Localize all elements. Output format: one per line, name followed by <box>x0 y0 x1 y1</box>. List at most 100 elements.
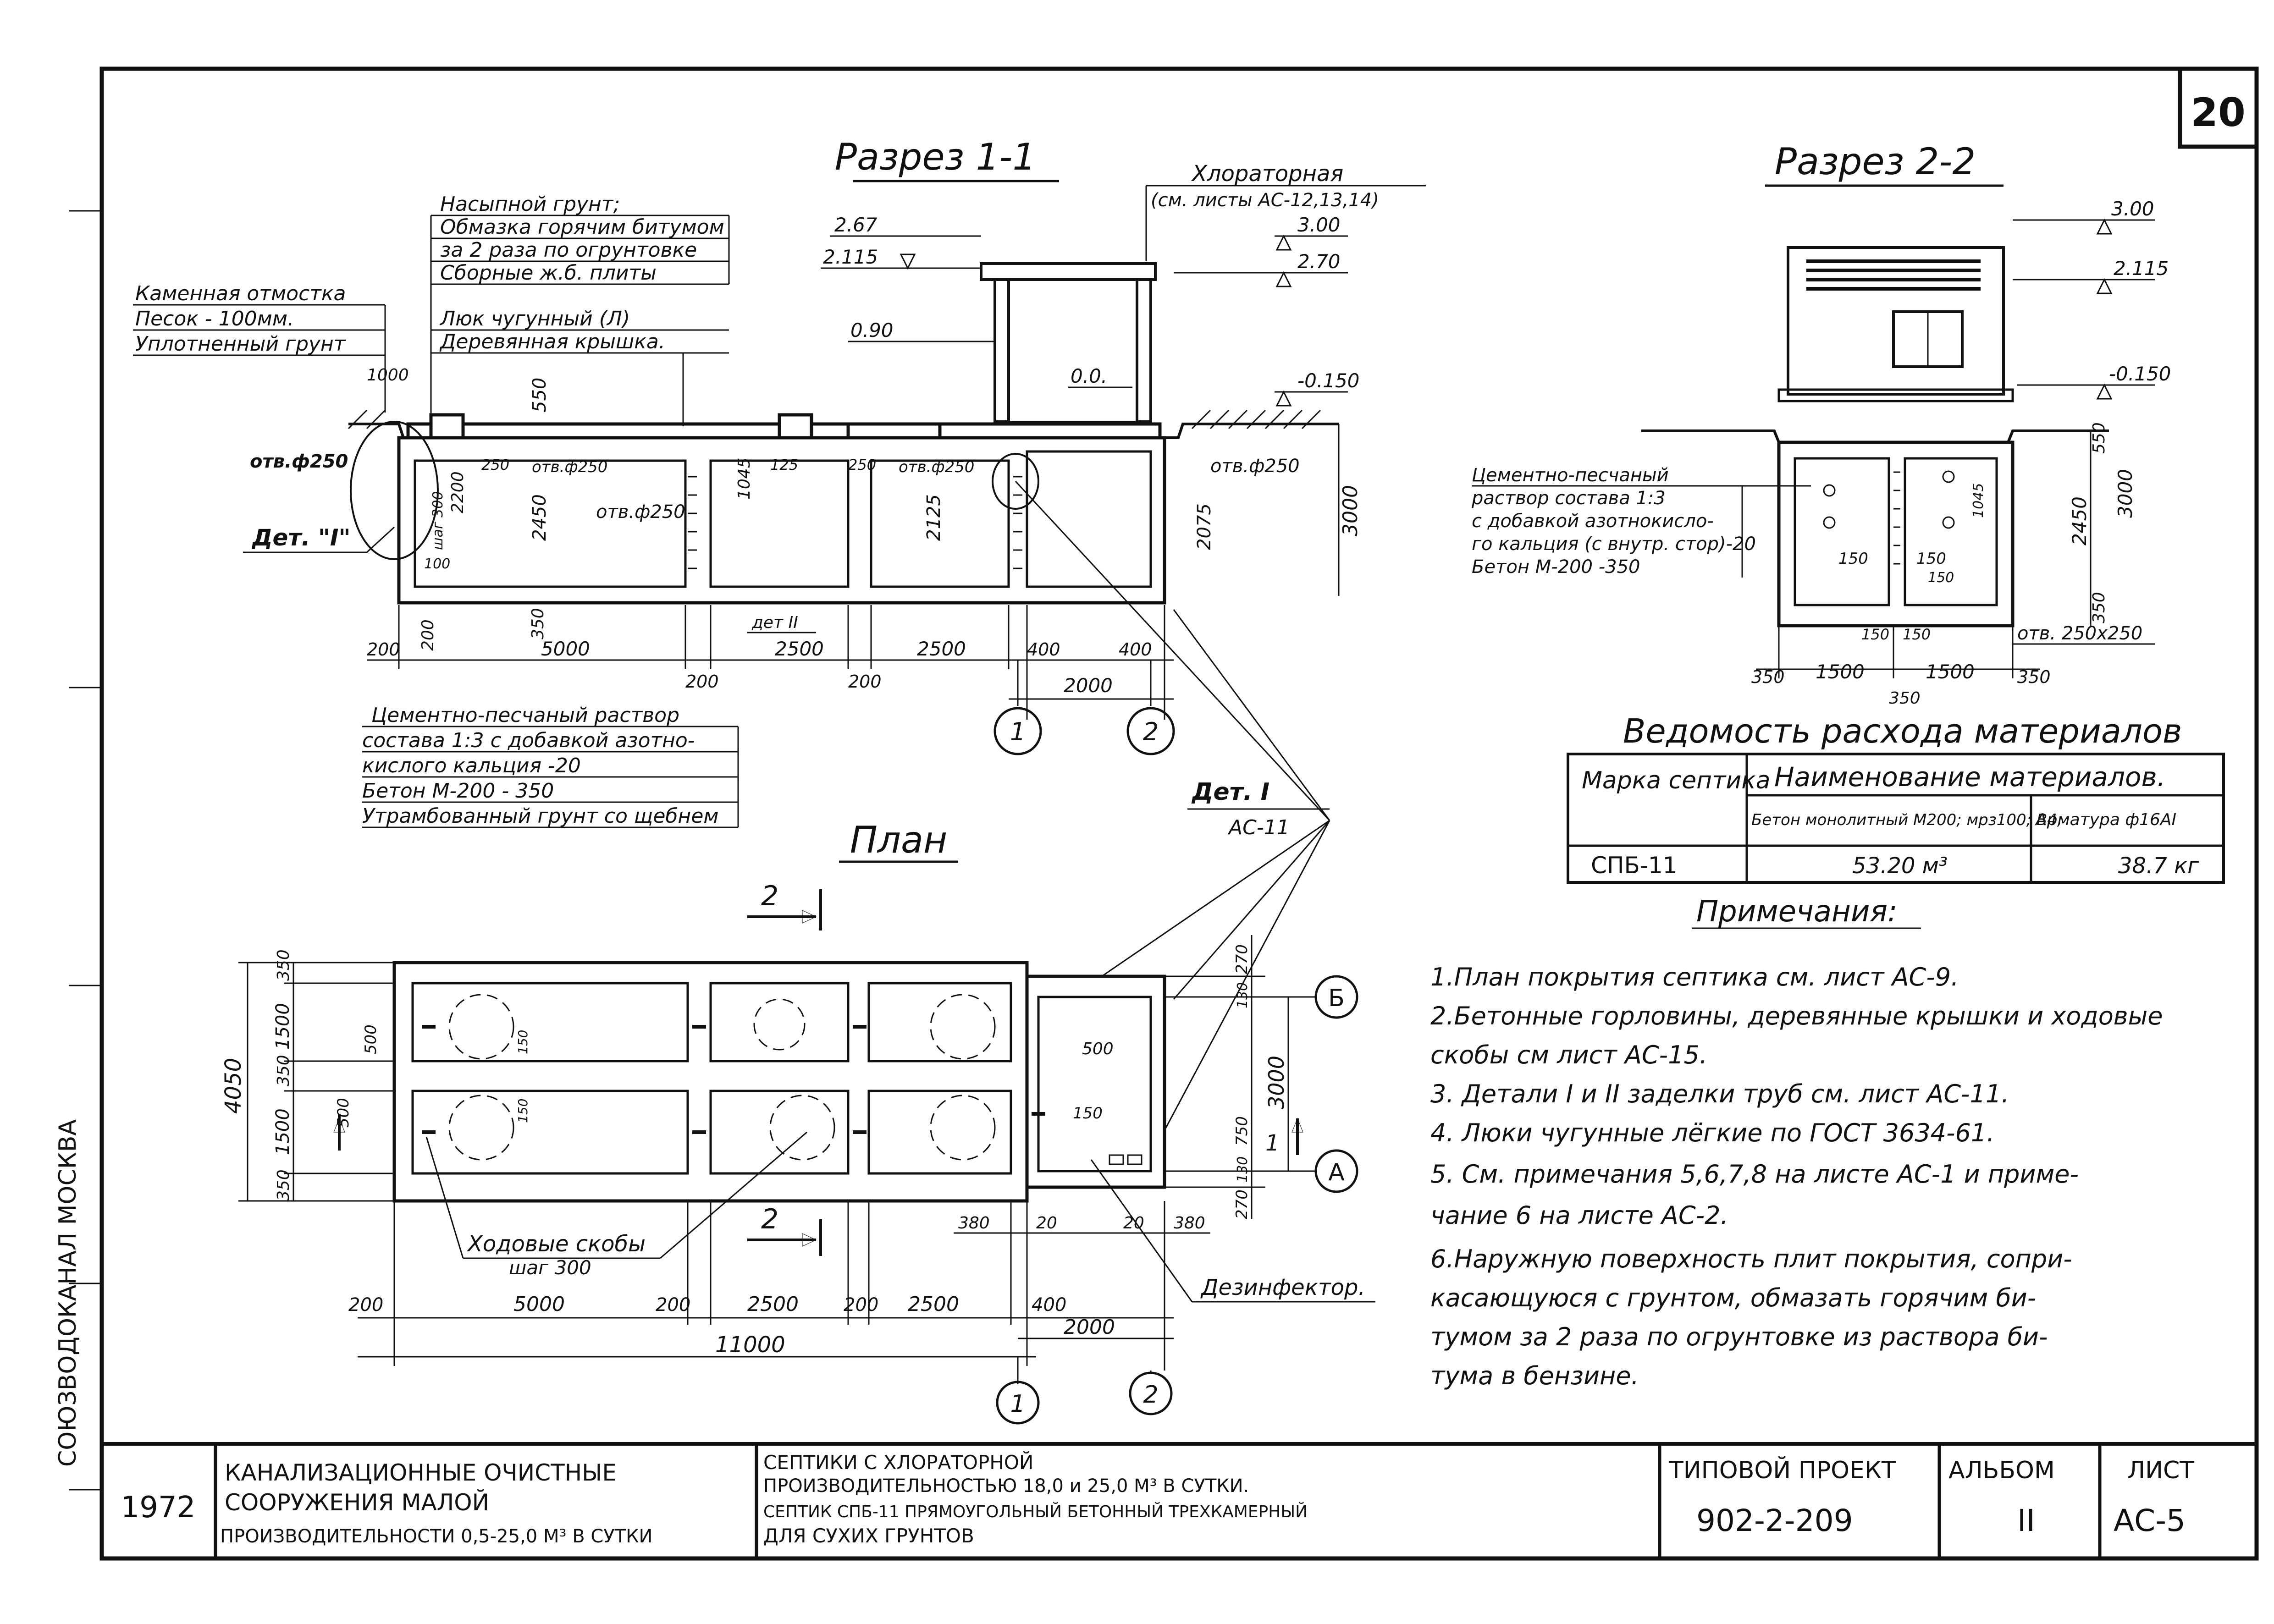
note-4: 4. Люки чугунные лёгкие по ГОСТ 3634-61. <box>1430 1118 1994 1147</box>
s2-level-minus-0-150: -0.150 <box>2109 363 2171 385</box>
soil-notes: Насыпной грунт; Обмазка горячим битумом … <box>430 193 730 426</box>
side-stamp: СОЮЗВОДОКАНАЛ МОСКВА <box>54 1119 82 1467</box>
title-drawing-2: ПРОИЗВОДИТЕЛЬНОСТЬЮ 18,0 и 25,0 М³ В СУТ… <box>763 1475 1249 1497</box>
plan-axis-2-marker <box>1129 1371 1173 1415</box>
s2-dim-150-b: 150 <box>1916 550 1946 568</box>
dim-2125: 2125 <box>923 494 944 541</box>
note-6d: тума в бензине. <box>1430 1361 1639 1390</box>
plan-dim-270-b: 270 <box>1233 1189 1251 1219</box>
plan-b-20-a: 20 <box>1036 1214 1057 1233</box>
plan-dim-150-c: 150 <box>1073 1104 1103 1123</box>
plan-detail-ref: Дет. I <box>1191 778 1269 806</box>
plan-b-2500-a: 2500 <box>747 1293 799 1316</box>
plan-dim-130-a: 130 <box>1235 982 1251 1008</box>
s2-mortar-3: с добавкой азотнокисло- <box>1472 511 1714 532</box>
detail-i-circle <box>350 421 439 560</box>
section-mark-bottom: 2 <box>761 1203 778 1235</box>
level-0-0: 0.0. <box>1071 365 1107 387</box>
sheet-label: ЛИСТ <box>2127 1457 2194 1484</box>
mortar-note-1: Цементно-песчаный раствор <box>371 704 679 727</box>
s2-opening: отв. 250х250 <box>2017 623 2142 644</box>
dim-1045: 1045 <box>735 457 754 500</box>
soil-note-5: Люк чугунный (Л) <box>439 307 630 330</box>
dim-250-a: 250 <box>481 456 509 473</box>
s2-dim-b-350-a: 350 <box>1751 667 1785 687</box>
sheet-number-box <box>2178 66 2259 149</box>
section-1-mortar-notes: Цементно-песчаный раствор состава 1:3 с … <box>362 704 739 828</box>
note-3: 3. Детали I и II заделки труб см. лист А… <box>1430 1079 2009 1108</box>
s2-mortar-4: го кальция (с внутр. стор)-20 <box>1472 534 1756 555</box>
title-drawing-4: ДЛЯ СУХИХ ГРУНТОВ <box>763 1525 974 1547</box>
s2-dim-550: 550 <box>2090 422 2108 454</box>
opening-label-1: отв.ф250 <box>250 451 348 472</box>
note-5b: чание 6 на листе АС-2. <box>1430 1201 1728 1230</box>
plan-title: План <box>850 819 948 861</box>
note-2: 2.Бетонные горловины, деревянные крышки … <box>1430 1002 2163 1030</box>
axis-a-label: А <box>1328 1159 1345 1186</box>
plan-axis-2-label: 2 <box>1143 1381 1158 1409</box>
levels-right: 3.00 2.70 -0.150 <box>1174 214 1359 407</box>
plan-b-400: 400 <box>1032 1294 1066 1316</box>
materials-title: Ведомость расхода материалов <box>1623 712 2182 750</box>
chlorinator-ref: (см. листы АС-12,13,14) <box>1151 190 1379 211</box>
chamber-1 <box>414 459 687 588</box>
plan-b-200-a: 200 <box>348 1294 383 1316</box>
s2-dim-350: 350 <box>2090 592 2108 623</box>
binding-ticks <box>69 210 102 1491</box>
dim-b-400-b: 400 <box>1119 639 1152 660</box>
ladder-step-label: шаг 300 <box>509 1256 591 1279</box>
plan-b-5000: 5000 <box>513 1293 565 1316</box>
materials-table: Ведомость расхода материалов Марка септи… <box>1567 712 2225 884</box>
plan-detail-sheet: АС-11 <box>1227 816 1290 839</box>
note-5: 5. См. примечания 5,6,7,8 на листе АС-1 … <box>1430 1160 2079 1189</box>
soil-note-3: за 2 раза по огрунтовке <box>440 238 697 262</box>
s2-mortar-5: Бетон М-200 -350 <box>1472 556 1640 578</box>
chamber-3 <box>870 459 1010 588</box>
plan-b-11000: 11000 <box>715 1332 785 1358</box>
axis-a-marker <box>1314 1149 1358 1193</box>
s2-dim-1045: 1045 <box>1970 483 1987 518</box>
s2-dim-150-a: 150 <box>1838 550 1868 568</box>
dim-b-5000: 5000 <box>541 638 590 660</box>
dim-b-2500-b: 2500 <box>917 638 966 660</box>
hatch-2 <box>778 413 813 440</box>
project-number: 902-2-209 <box>1696 1503 1853 1538</box>
s2-dim-b-350-c: 350 <box>1889 689 1921 708</box>
dim-b-200-c: 200 <box>848 672 882 692</box>
dim-b-200-a: 200 <box>367 639 400 660</box>
plan-b-380-b: 380 <box>1174 1214 1205 1233</box>
plan-dim-130-b: 130 <box>1235 1156 1251 1183</box>
opening-label-4: отв.ф250 <box>899 458 974 476</box>
sheet-frame <box>99 66 2259 1561</box>
mortar-note-5: Утрамбованный грунт со щебнем <box>362 804 719 828</box>
axis-b-marker <box>1314 975 1358 1019</box>
chlorinator-label: Хлораторная <box>1191 161 1343 187</box>
col-names-header: Наименование материалов. <box>1774 761 2165 793</box>
dim-350-v: 350 <box>529 608 547 639</box>
plan-b-200-c: 200 <box>844 1294 878 1316</box>
level-minus-0-150: -0.150 <box>1297 369 1359 392</box>
col-rebar-header: Арматура ф16АI <box>2035 810 2176 829</box>
opening-label-3: отв.ф250 <box>596 501 685 523</box>
sheet-code: АС-5 <box>2114 1503 2186 1538</box>
mortar-note-3: кислого кальция -20 <box>362 754 581 777</box>
hatch-3 <box>846 422 942 440</box>
note-1: 1.План покрытия септика см. лист АС-9. <box>1430 963 1959 991</box>
plan-dim-500-b: 500 <box>334 1098 353 1128</box>
dim-250-b: 250 <box>848 456 876 473</box>
s2-mortar-2: раствор состава 1:3 <box>1471 488 1666 509</box>
note-2b: скобы см лист АС-15. <box>1430 1040 1707 1069</box>
title-subject-3: ПРОИЗВОДИТЕЛЬНОСТИ 0,5-25,0 М³ В СУТКИ <box>220 1526 652 1547</box>
section-mark-top: 2 <box>761 880 778 912</box>
s2-dim-b-350-b: 350 <box>2017 667 2051 687</box>
plan-b-2000: 2000 <box>1064 1316 1115 1339</box>
dim-2450: 2450 <box>529 494 550 541</box>
plan-dim-500-a: 500 <box>362 1024 380 1054</box>
soil-note-4: Сборные ж.б. плиты <box>440 261 657 285</box>
note-6b: касающуюся с грунтом, обмазать горячим б… <box>1430 1283 2036 1312</box>
plan-b-2500-b: 2500 <box>908 1293 959 1316</box>
notes-title: Примечания: <box>1696 895 1898 929</box>
dim-2075: 2075 <box>1194 503 1215 550</box>
row-concrete: 53.20 м³ <box>1852 853 1948 879</box>
